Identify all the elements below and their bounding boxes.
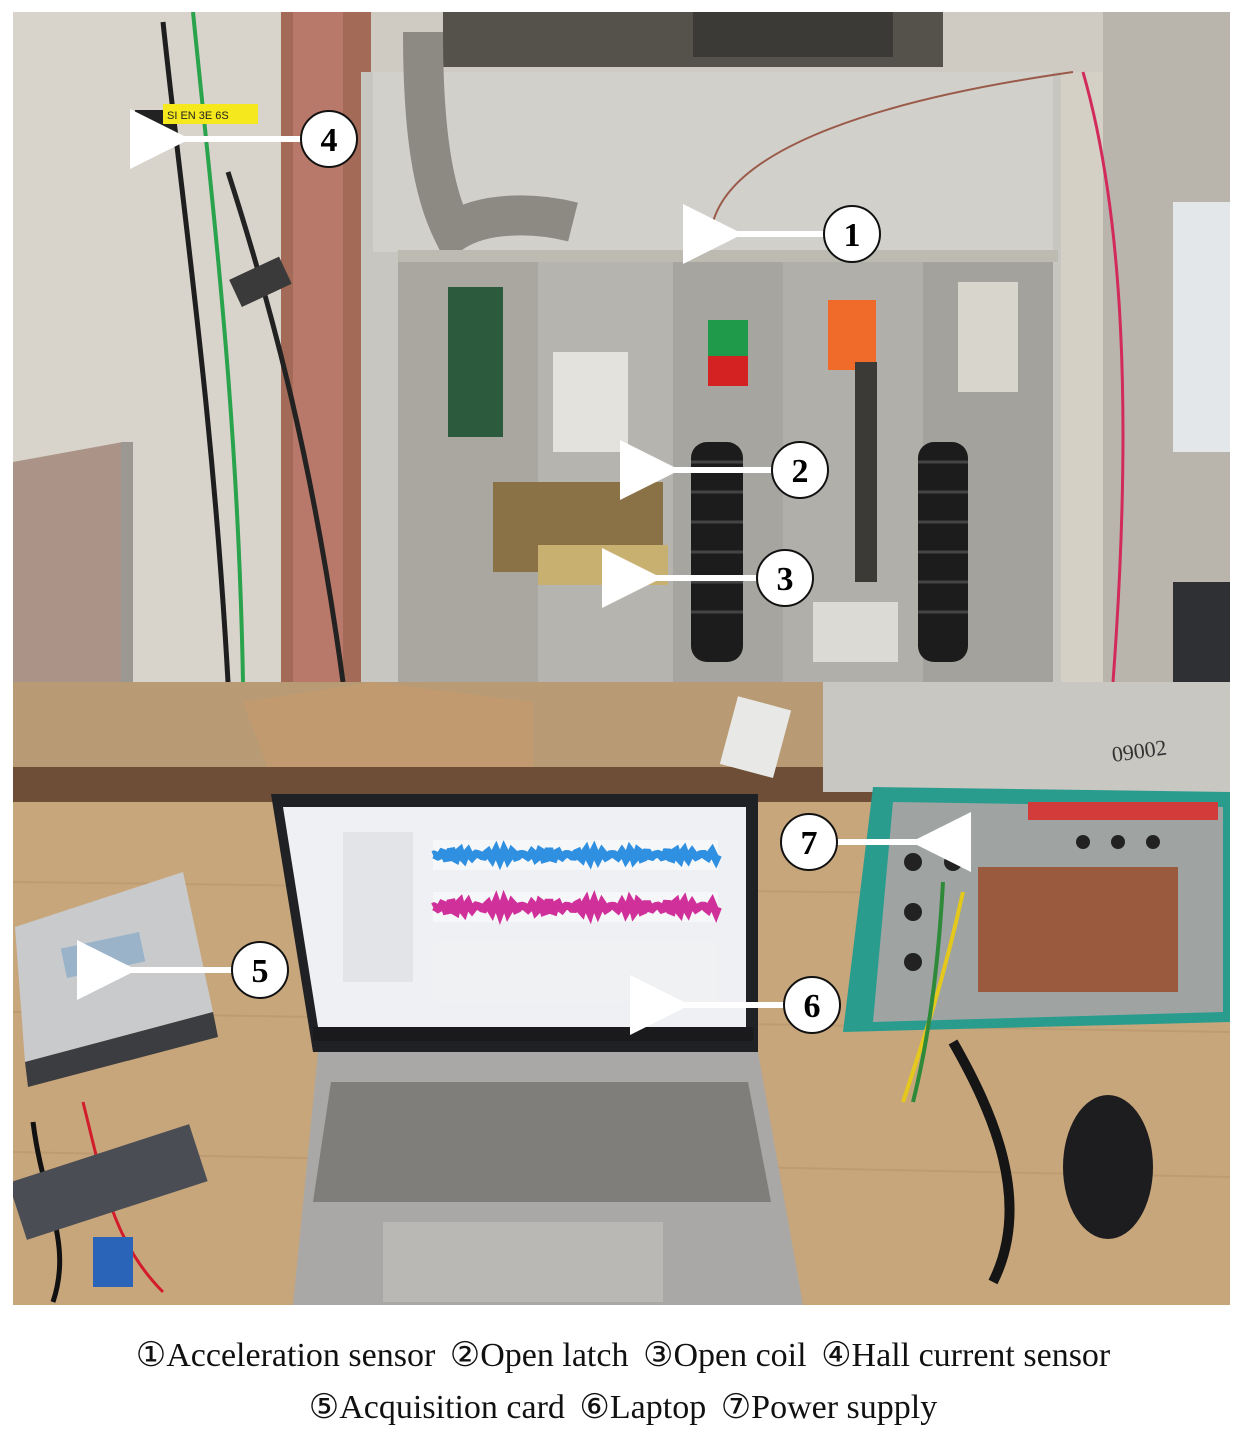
waveform-blue [431, 840, 722, 871]
callout-6: 6 [783, 976, 841, 1034]
laptop-touchpad [383, 1222, 663, 1302]
open-button-red [708, 356, 748, 386]
caption-item-open-latch: ②Open latch [449, 1337, 629, 1374]
power-supply-top [823, 682, 1230, 792]
callout-2-label: 2 [792, 453, 809, 490]
orange-indicator [828, 300, 876, 370]
callout-5: 5 [231, 941, 289, 999]
callout-7: 7 [780, 813, 838, 871]
laptop-keyboard [313, 1082, 771, 1202]
callout-1-label: 1 [844, 217, 861, 254]
callout-1: 1 [823, 205, 881, 263]
callout-3-label: 3 [777, 561, 794, 598]
test-bench-photo: 09002 [13, 682, 1230, 1305]
callout-4-label: 4 [321, 122, 338, 159]
sensor-tag-text: SI EN 3E 6S [167, 110, 229, 122]
callout-7-label: 7 [801, 825, 818, 862]
caption-item-open-coil: ③Open coil [642, 1337, 807, 1374]
caption-item-acquisition-card: ⑤Acquisition card [308, 1389, 565, 1426]
close-button-green [708, 320, 748, 356]
callout-6-label: 6 [804, 988, 821, 1025]
caption-item-power-supply: ⑦Power supply [720, 1389, 938, 1426]
callout-4: 4 [300, 110, 358, 168]
caption-line-2: ⑤Acquisition card ⑥Laptop ⑦Power supply [0, 1382, 1246, 1434]
callout-5-label: 5 [252, 953, 269, 990]
callout-2: 2 [771, 441, 829, 499]
mouse [1063, 1095, 1153, 1239]
callout-3: 3 [756, 549, 814, 607]
switchgear-cabinet-illustration: SI EN 3E 6S 1 2 3 4 [13, 12, 1230, 682]
test-bench-illustration: 09002 [13, 682, 1230, 1305]
figure-caption: ①Acceleration sensor ②Open latch ③Open c… [0, 1330, 1246, 1434]
caption-item-hall-current-sensor: ④Hall current sensor [821, 1337, 1111, 1374]
caption-item-acceleration-sensor: ①Acceleration sensor [135, 1337, 436, 1374]
caption-item-laptop: ⑥Laptop [579, 1389, 707, 1426]
caption-line-1: ①Acceleration sensor ②Open latch ③Open c… [0, 1330, 1246, 1382]
waveform-magenta [431, 889, 722, 925]
switchgear-cabinet-photo: SI EN 3E 6S 1 2 3 4 [13, 12, 1230, 682]
